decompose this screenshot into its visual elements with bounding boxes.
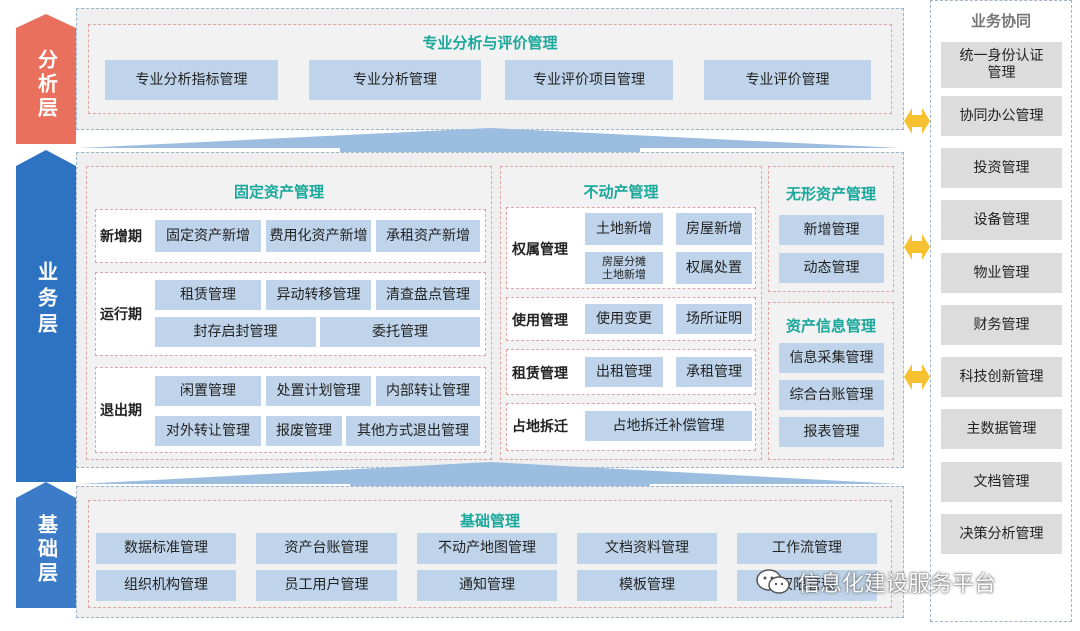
- fixed-new-label: 新增期: [100, 229, 142, 245]
- re-usage-item: 使用变更: [585, 304, 663, 334]
- re-usage-item: 场所证明: [676, 304, 752, 334]
- foundation-tier-arrow: [16, 482, 76, 608]
- re-ownership-item: 房屋新增: [676, 213, 752, 245]
- real-estate-title: 不动产管理: [583, 183, 659, 201]
- fixed-running-item: 委托管理: [320, 317, 480, 347]
- intangible-title: 无形资产管理: [785, 185, 876, 203]
- fixed-exit-item: 对外转让管理: [155, 416, 261, 446]
- collaboration-item: 协同办公管理: [941, 96, 1062, 136]
- tier-arrows: [16, 14, 76, 608]
- intangible-item: 动态管理: [779, 253, 884, 283]
- collaboration-item: 财务管理: [941, 305, 1062, 345]
- re-ownership-item: 权属处置: [676, 252, 752, 284]
- foundation-item: 通知管理: [417, 570, 557, 601]
- foundation-item: 不动产地图管理: [417, 533, 557, 564]
- re-ownership-item: 土地新增: [585, 213, 663, 245]
- collaboration-item: 物业管理: [941, 253, 1062, 293]
- fixed-exit-item: 其他方式退出管理: [346, 416, 480, 446]
- fixed-exit-item: 闲置管理: [155, 376, 261, 406]
- analysis-item: 专业分析指标管理: [105, 60, 278, 100]
- analysis-item: 专业分析管理: [309, 60, 481, 100]
- fixed-running-item: 清查盘点管理: [376, 280, 480, 310]
- watermark-text: 信息化建设服务平台: [798, 572, 997, 597]
- analysis-title: 专业分析与评价管理: [422, 34, 558, 52]
- collaboration-item: 决策分析管理: [941, 514, 1062, 554]
- fixed-new-item: 固定资产新增: [155, 220, 261, 252]
- up-arrow-business-to-analysis: [80, 128, 900, 160]
- asset-info-title: 资产信息管理: [785, 317, 876, 335]
- re-lease-item: 出租管理: [585, 357, 663, 387]
- collaboration-item: 科技创新管理: [941, 357, 1062, 397]
- foundation-item: 员工用户管理: [256, 570, 397, 601]
- foundation-tier-label: 基础层: [16, 505, 76, 595]
- collaboration-item: 投资管理: [941, 148, 1062, 188]
- analysis-tier-arrow: [16, 14, 76, 144]
- foundation-item: 资产台账管理: [256, 533, 397, 564]
- foundation-item: 文档资料管理: [577, 533, 717, 564]
- asset-info-item: 综合台账管理: [779, 380, 884, 410]
- fixed-running-label: 运行期: [100, 307, 142, 323]
- collaboration-item: 统一身份认证 管理: [941, 42, 1062, 88]
- asset-info-item: 报表管理: [779, 417, 884, 447]
- business-tier-text: 业务层: [34, 261, 59, 339]
- collaboration-item: 文档管理: [941, 462, 1062, 502]
- re-demolition-item: 占地拆迁补偿管理: [585, 411, 752, 441]
- fixed-running-item: 租赁管理: [155, 280, 261, 310]
- foundation-tier-text: 基础层: [34, 514, 59, 586]
- re-usage-label: 使用管理: [512, 313, 568, 329]
- intangible-item: 新增管理: [779, 215, 884, 245]
- fixed-running-item: 异动转移管理: [266, 280, 371, 310]
- foundation-title: 基础管理: [459, 512, 520, 530]
- wechat-icon: [756, 569, 790, 594]
- analysis-item: 专业评价管理: [704, 60, 871, 100]
- watermark: 信息化建设服务平台: [756, 562, 1056, 602]
- analysis-tier-label: 分析层: [16, 40, 76, 130]
- collaboration-item: 设备管理: [941, 200, 1062, 240]
- fixed-assets-title: 固定资产管理: [233, 183, 324, 201]
- collaboration-title: 业务协同: [970, 12, 1031, 30]
- business-tier-arrow: [16, 150, 76, 482]
- fixed-exit-label: 退出期: [100, 403, 142, 419]
- fixed-exit-item: 报废管理: [266, 416, 342, 446]
- foundation-item: 数据标准管理: [96, 533, 236, 564]
- up-arrow-foundation-to-business: [80, 462, 900, 496]
- re-lease-item: 承租管理: [676, 357, 752, 387]
- foundation-item: 工作流管理: [737, 533, 877, 564]
- business-tier-label: 业务层: [16, 240, 76, 360]
- fixed-new-item: 费用化资产新增: [266, 220, 371, 252]
- fixed-exit-item: 处置计划管理: [266, 376, 371, 406]
- connector-double-arrow: [904, 364, 930, 390]
- fixed-new-item: 承租资产新增: [376, 220, 480, 252]
- connector-double-arrow: [904, 234, 930, 260]
- re-ownership-item: 房屋分摊 土地新增: [585, 252, 663, 284]
- re-lease-label: 租赁管理: [512, 366, 568, 382]
- foundation-item: 组织机构管理: [96, 570, 236, 601]
- foundation-item: 模板管理: [577, 570, 717, 601]
- fixed-running-item: 封存启封管理: [155, 317, 316, 347]
- collaboration-item: 主数据管理: [941, 409, 1062, 449]
- fixed-exit-item: 内部转让管理: [376, 376, 480, 406]
- analysis-tier-text: 分析层: [34, 49, 59, 121]
- asset-info-item: 信息采集管理: [779, 343, 884, 373]
- re-ownership-label: 权属管理: [512, 242, 568, 258]
- analysis-item: 专业评价项目管理: [505, 60, 673, 100]
- connector-double-arrow: [904, 108, 930, 134]
- re-demolition-label: 占地拆迁: [512, 419, 568, 435]
